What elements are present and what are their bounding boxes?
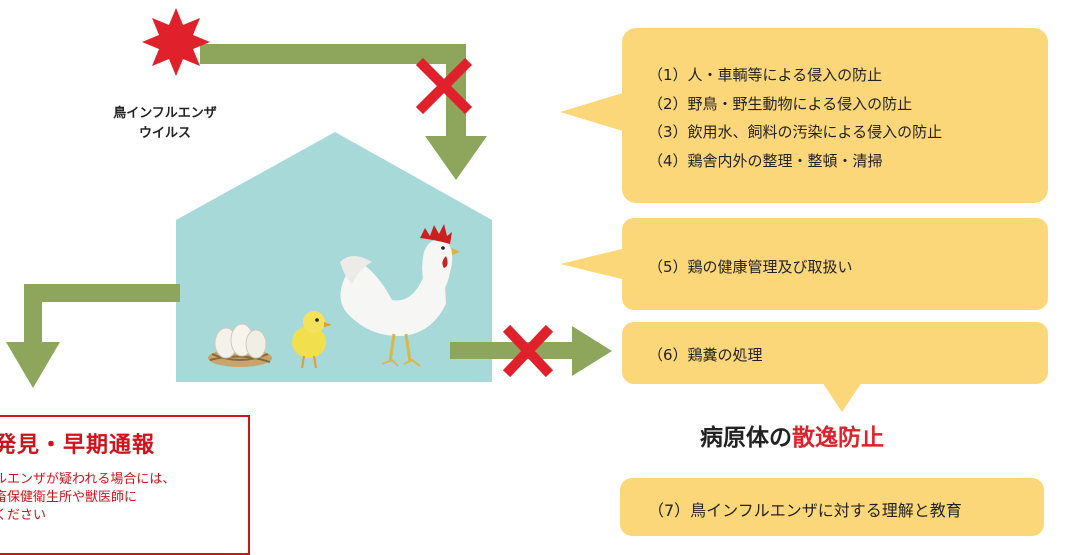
education-item: （7）鳥インフルエンザに対する理解と教育 bbox=[648, 501, 962, 520]
intrusion-item: （2）野鳥・野生動物による侵入の防止 bbox=[648, 94, 913, 113]
early-report-line: ください bbox=[0, 508, 47, 523]
chicken-icon bbox=[340, 224, 460, 367]
prevention-prefix: 病原体の bbox=[700, 425, 792, 451]
early-report-line: ルエンザが疑われる場合には、 bbox=[0, 472, 176, 487]
intrusion-item: （3）飲用水、飼料の汚染による侵入の防止 bbox=[648, 123, 943, 141]
cross-icon bbox=[502, 324, 554, 378]
virus-star-icon bbox=[142, 8, 210, 76]
manure-item: （6）鶏糞の処理 bbox=[648, 346, 763, 364]
intrusion-item: （4）鶏舎内外の整理・整頓・清掃 bbox=[648, 151, 883, 170]
virus-label: 鳥インフルエンザ ウイルス bbox=[95, 104, 235, 144]
intrusion-item: （1）人・車輌等による侵入の防止 bbox=[648, 66, 883, 84]
cross-icon bbox=[415, 57, 473, 115]
early-report-line: 畜保健衛生所や獣医師に bbox=[0, 490, 138, 505]
virus-label-line2: ウイルス bbox=[138, 126, 191, 141]
education-pill: （7）鳥インフルエンザに対する理解と教育 bbox=[620, 478, 1044, 536]
exit-arrow bbox=[450, 326, 612, 376]
health-bubble bbox=[560, 218, 1048, 310]
prevention-highlight: 散逸防止 bbox=[792, 425, 884, 451]
intrusion-list: （1）人・車輌等による侵入の防止 （2）野鳥・野生動物による侵入の防止 （3）飲… bbox=[648, 61, 942, 175]
chick-icon bbox=[292, 311, 332, 369]
health-item: （5）鶏の健康管理及び取扱い bbox=[648, 258, 853, 276]
intrusion-bubble bbox=[560, 28, 1048, 203]
virus-label-line1: 鳥インフルエンザ bbox=[113, 106, 217, 121]
early-report-title: 発見・早期通報 bbox=[0, 433, 156, 458]
report-arrow bbox=[6, 284, 180, 388]
early-report-box: 発見・早期通報 ルエンザが疑われる場合には、 畜保健衛生所や獣医師に ください bbox=[0, 415, 250, 555]
early-report-body: ルエンザが疑われる場合には、 畜保健衛生所や獣医師に ください bbox=[0, 471, 175, 525]
eggs-in-nest-icon bbox=[208, 323, 272, 367]
manure-bubble bbox=[622, 322, 1048, 412]
prevention-heading: 病原体の散逸防止 bbox=[700, 418, 884, 452]
